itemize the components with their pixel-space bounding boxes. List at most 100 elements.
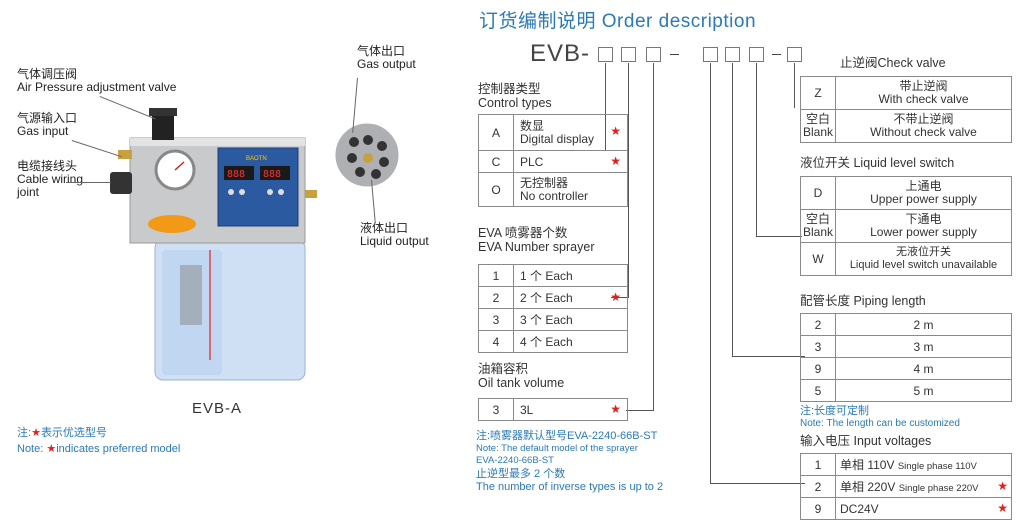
option-value: 单相 110V Single phase 110V bbox=[835, 453, 1012, 476]
code-dash bbox=[772, 54, 781, 55]
check-valve-heading: 止逆阀Check valve bbox=[840, 56, 946, 70]
star-icon: ★ bbox=[610, 401, 621, 416]
code-slot-sprayer bbox=[621, 47, 636, 62]
option-key: 2 bbox=[800, 313, 836, 336]
code-dash bbox=[670, 54, 679, 55]
option-key: 5 bbox=[800, 379, 836, 402]
option-value: 单相 220V Single phase 220V★ bbox=[835, 475, 1012, 498]
option-en: With check valve bbox=[878, 92, 969, 106]
callout-air-valve-cn: 气体调压阀 bbox=[17, 67, 78, 81]
option-en: Upper power supply bbox=[870, 192, 977, 206]
option-en: Liquid level switch unavailable bbox=[849, 259, 998, 271]
code-slot-level bbox=[749, 47, 764, 62]
callout-liquid-output-cn: 液体出口 bbox=[360, 221, 409, 235]
connector-line bbox=[710, 63, 711, 483]
option-cn: 无控制器 bbox=[520, 175, 569, 190]
control-types-cn: 控制器类型 bbox=[478, 82, 541, 96]
option-label: DC24V bbox=[840, 501, 879, 516]
star-icon: ★ bbox=[610, 289, 621, 304]
preferred-note-en: Note: ★indicates preferred model bbox=[17, 442, 180, 457]
sprayer-default-note: 注:喷雾器默认型号EVA-2240-66B-ST Note: The defau… bbox=[476, 430, 716, 494]
option-key: 2 bbox=[478, 286, 514, 309]
option-key: Z bbox=[800, 76, 836, 110]
order-code-prefix: EVB- bbox=[530, 40, 591, 67]
callout-gas-input-cn: 气源输入口 bbox=[17, 111, 78, 125]
option-key: 3 bbox=[800, 335, 836, 358]
table-row: C PLC★ bbox=[478, 150, 628, 173]
callout-cable-joint-cn: 电缆接线头 bbox=[17, 159, 78, 173]
option-key: A bbox=[478, 114, 514, 151]
connector-line bbox=[605, 63, 606, 150]
connector-line bbox=[756, 236, 802, 237]
note-line: 止逆型最多 2 个数 bbox=[476, 468, 566, 480]
option-label: 3L bbox=[520, 402, 534, 417]
voltage-heading: 输入电压 Input voltages bbox=[800, 434, 932, 448]
option-en: Lower power supply bbox=[870, 225, 977, 239]
preferred-note-en-suffix: indicates preferred model bbox=[56, 443, 181, 455]
option-key: 9 bbox=[800, 497, 836, 520]
tank-en: Oil tank volume bbox=[478, 376, 565, 390]
option-en: Without check valve bbox=[870, 125, 977, 139]
svg-text:888: 888 bbox=[227, 169, 245, 180]
callout-gas-output-cn: 气体出口 bbox=[357, 44, 406, 58]
option-value: 4 m bbox=[835, 357, 1012, 380]
callout-cable-joint: 电缆接线头 Cable wiring joint bbox=[17, 160, 83, 199]
option-en: No controller bbox=[520, 188, 589, 203]
connector-line bbox=[626, 410, 654, 411]
sprayer-en: EVA Number sprayer bbox=[478, 240, 595, 254]
callout-gas-input-en: Gas input bbox=[17, 124, 69, 138]
star-icon: ★ bbox=[997, 500, 1008, 515]
control-types-heading: 控制器类型 Control types bbox=[478, 82, 552, 110]
option-value: 4 个 Each bbox=[513, 330, 628, 353]
magnified-outlets-image bbox=[332, 120, 402, 190]
preferred-note-cn-suffix: 表示优选型号 bbox=[40, 427, 107, 439]
option-value: DC24V ★ bbox=[835, 497, 1012, 520]
option-value: 2 m bbox=[835, 313, 1012, 336]
piping-note-cn: 注:长度可定制 bbox=[800, 405, 870, 417]
note-line: 注:喷雾器默认型号EVA-2240-66B-ST bbox=[476, 430, 658, 442]
option-value: 3 m bbox=[835, 335, 1012, 358]
option-value: 2 个 Each★ bbox=[513, 286, 628, 309]
option-key: W bbox=[800, 242, 836, 276]
option-value: 3 个 Each bbox=[513, 308, 628, 331]
option-value: 3L ★ bbox=[513, 398, 628, 421]
option-key-cn: 空白 bbox=[805, 112, 830, 126]
callout-liquid-output-en: Liquid output bbox=[360, 234, 429, 248]
connector-line bbox=[628, 63, 629, 297]
connector-line bbox=[710, 483, 805, 484]
option-key: 4 bbox=[478, 330, 514, 353]
callout-air-valve: 气体调压阀 Air Pressure adjustment valve bbox=[17, 68, 176, 94]
option-key: 9 bbox=[800, 357, 836, 380]
callout-liquid-output: 液体出口 Liquid output bbox=[360, 222, 429, 248]
note-line: The number of inverse types is up to 2 bbox=[476, 481, 664, 493]
preferred-note-cn: 注:★表示优选型号 bbox=[17, 426, 107, 441]
model-label: EVB-A bbox=[192, 400, 243, 417]
option-cn: 带止逆阀 bbox=[899, 79, 948, 93]
option-cn: 数显 bbox=[520, 118, 545, 133]
tank-heading: 油箱容积 Oil tank volume bbox=[478, 362, 564, 390]
svg-text:888: 888 bbox=[263, 169, 281, 180]
option-value: 1 个 Each bbox=[513, 264, 628, 287]
option-key: 3 bbox=[478, 398, 514, 421]
option-key-cn: 空白 bbox=[805, 212, 830, 226]
star-icon: ★ bbox=[997, 478, 1008, 493]
option-key: 1 bbox=[478, 264, 514, 287]
option-cn: PLC bbox=[520, 154, 544, 169]
